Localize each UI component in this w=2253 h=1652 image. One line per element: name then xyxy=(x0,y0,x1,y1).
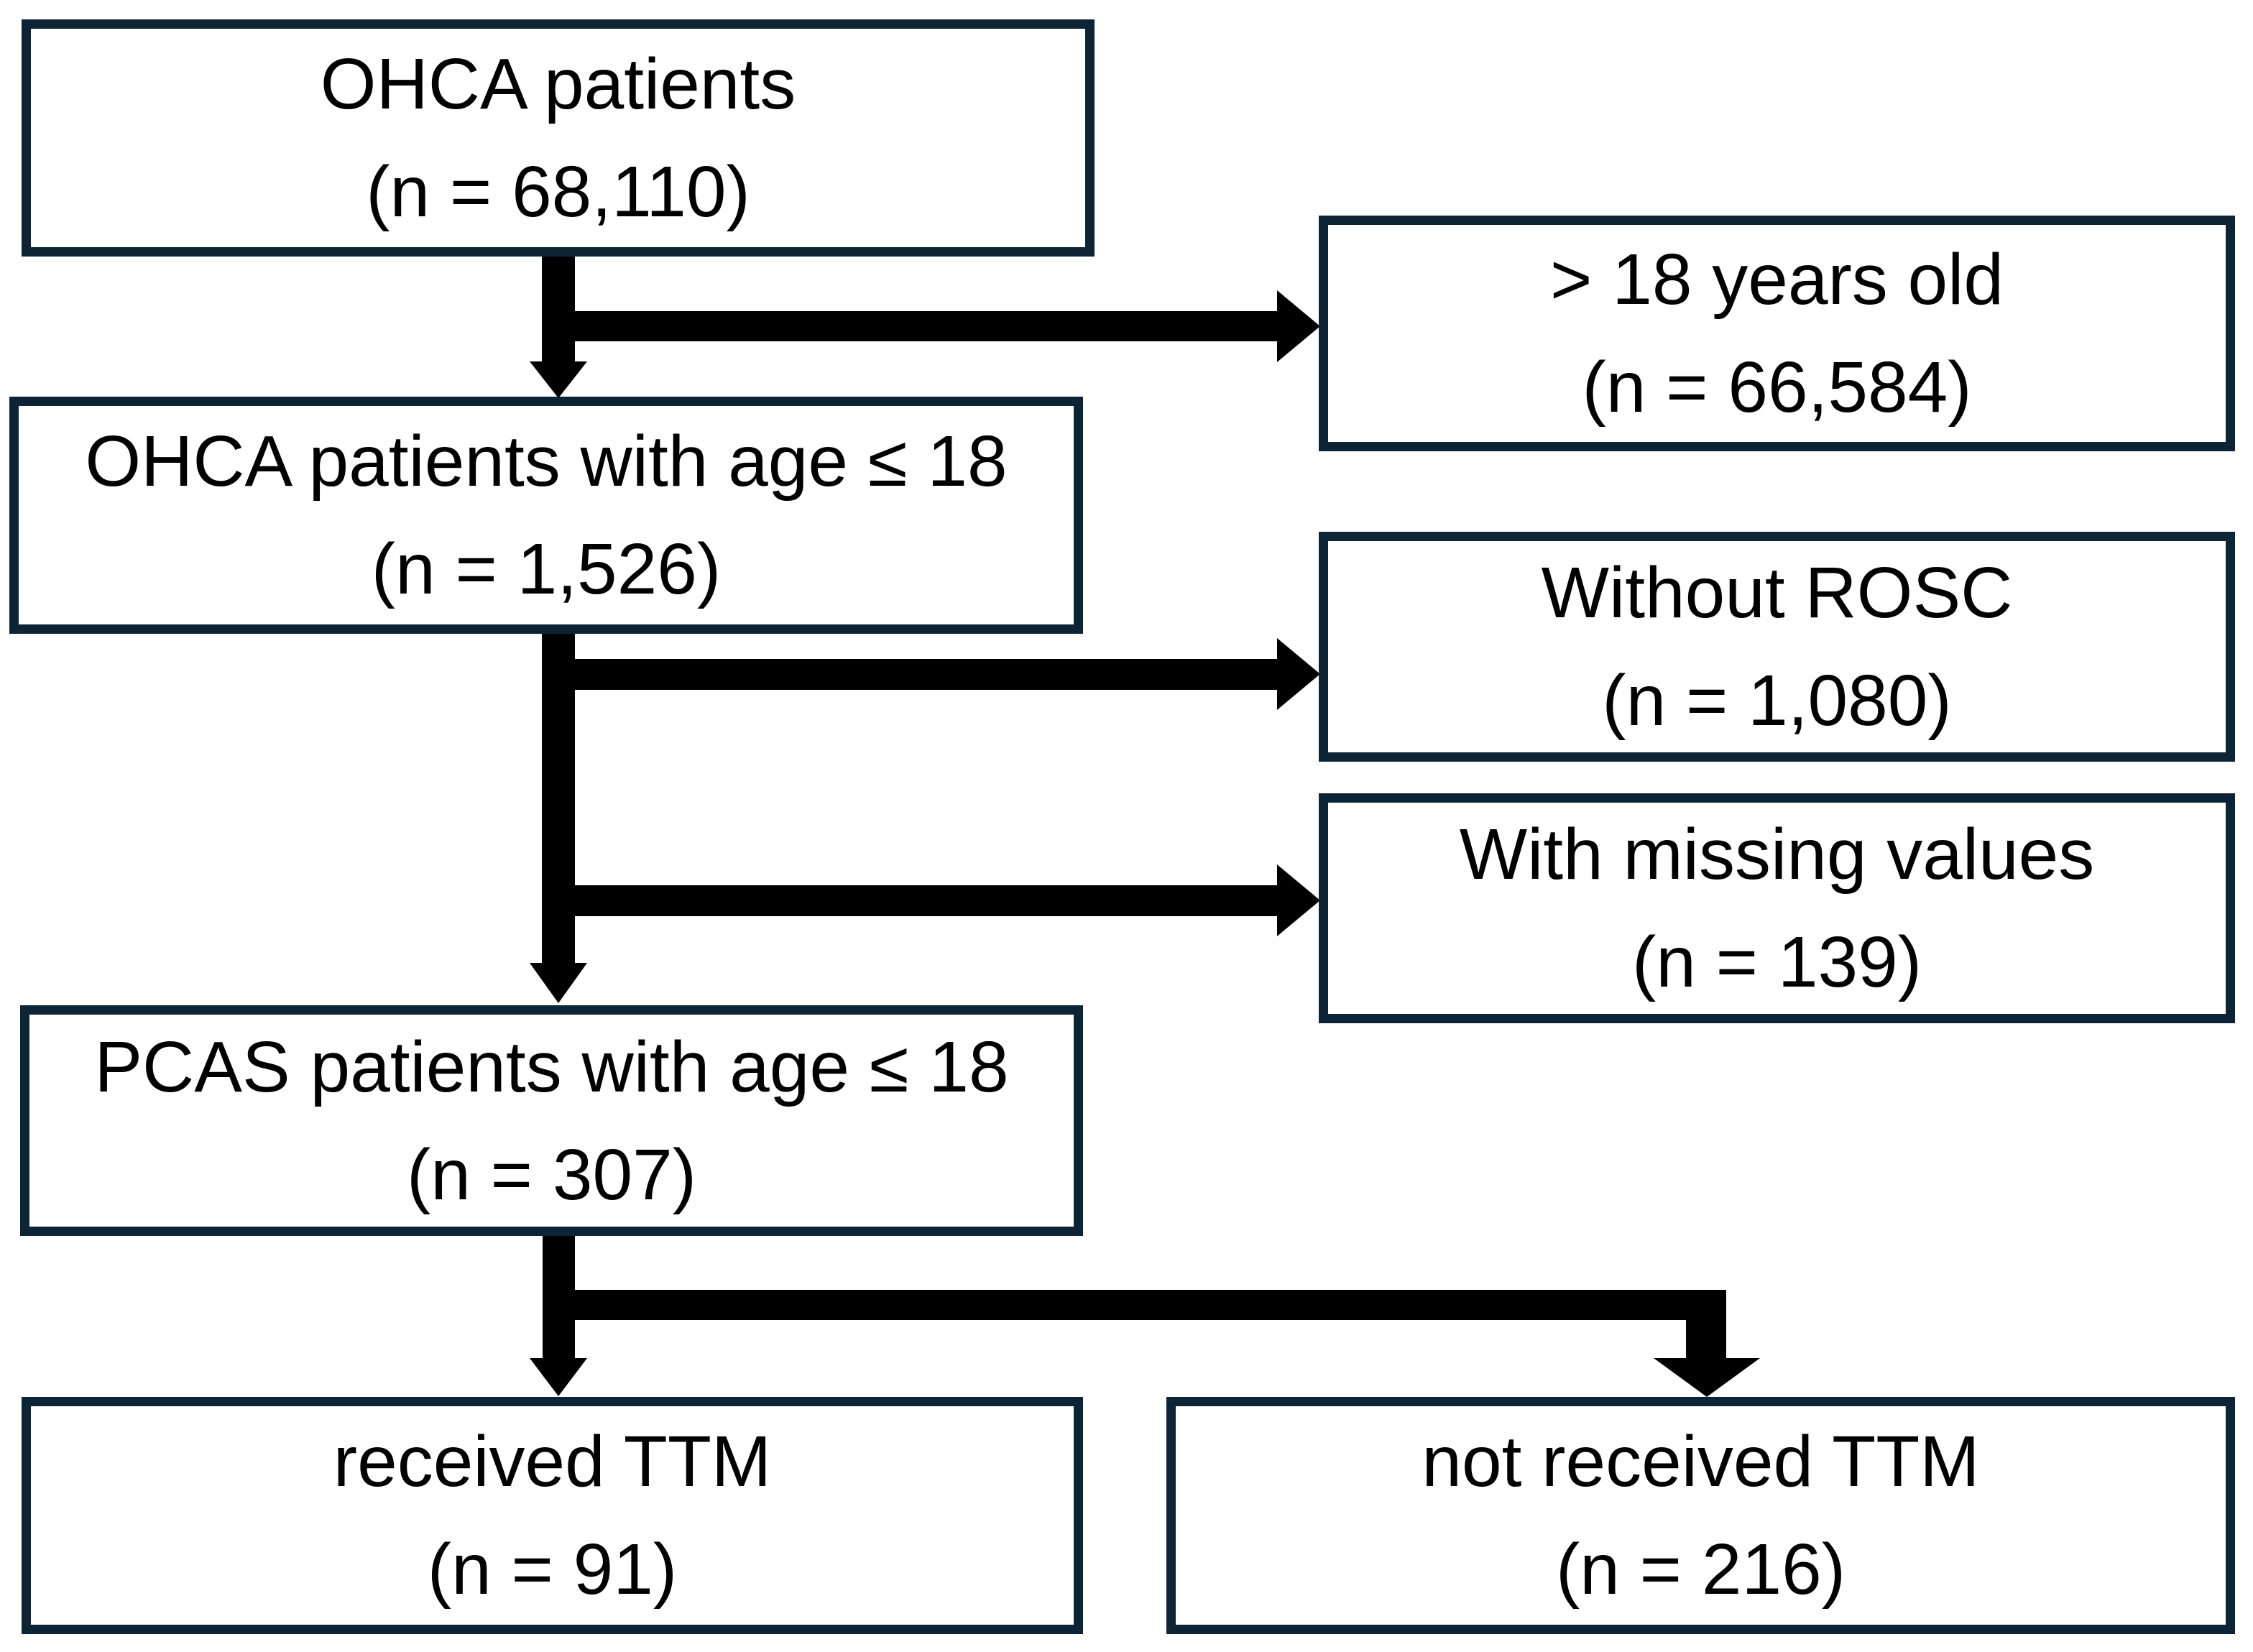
box-ohca-age-le-18: OHCA patients with age ≤ 18 (n = 1,526) xyxy=(9,397,1083,634)
arrow-to-over18 xyxy=(542,290,1320,362)
box-label: OHCA patients xyxy=(320,44,796,124)
box-ohca-patients: OHCA patients (n = 68,110) xyxy=(22,19,1095,257)
box-label: OHCA patients with age ≤ 18 xyxy=(85,421,1008,502)
box-count: (n = 216) xyxy=(1555,1529,1846,1610)
box-label: PCAS patients with age ≤ 18 xyxy=(94,1026,1009,1107)
box-without-rosc: Without ROSC (n = 1,080) xyxy=(1319,532,2235,762)
box-count: (n = 307) xyxy=(406,1134,697,1215)
box-over-18-years: > 18 years old (n = 66,584) xyxy=(1319,216,2235,451)
arrow-ohca-to-ohca-age18 xyxy=(530,255,587,398)
box-count: (n = 1,526) xyxy=(371,529,722,609)
box-count: (n = 91) xyxy=(427,1529,678,1610)
arrow-pcas-to-not-ttm xyxy=(543,1290,1760,1397)
box-count: (n = 139) xyxy=(1631,922,1922,1002)
box-not-received-ttm: not received TTM (n = 216) xyxy=(1166,1397,2235,1634)
box-count: (n = 68,110) xyxy=(366,152,750,232)
arrow-to-missing-values xyxy=(542,864,1320,936)
box-label: With missing values xyxy=(1459,814,2095,895)
box-pcas-age-le-18: PCAS patients with age ≤ 18 (n = 307) xyxy=(20,1005,1083,1236)
box-label: > 18 years old xyxy=(1550,239,2004,320)
box-label: received TTM xyxy=(333,1421,772,1502)
arrow-to-without-rosc xyxy=(542,638,1320,710)
box-label: Without ROSC xyxy=(1541,553,2013,633)
box-label: not received TTM xyxy=(1422,1421,1980,1502)
box-count: (n = 1,080) xyxy=(1602,660,1952,741)
box-received-ttm: received TTM (n = 91) xyxy=(22,1397,1083,1634)
box-count: (n = 66,584) xyxy=(1582,347,1972,428)
box-missing-values: With missing values (n = 139) xyxy=(1319,793,2235,1023)
